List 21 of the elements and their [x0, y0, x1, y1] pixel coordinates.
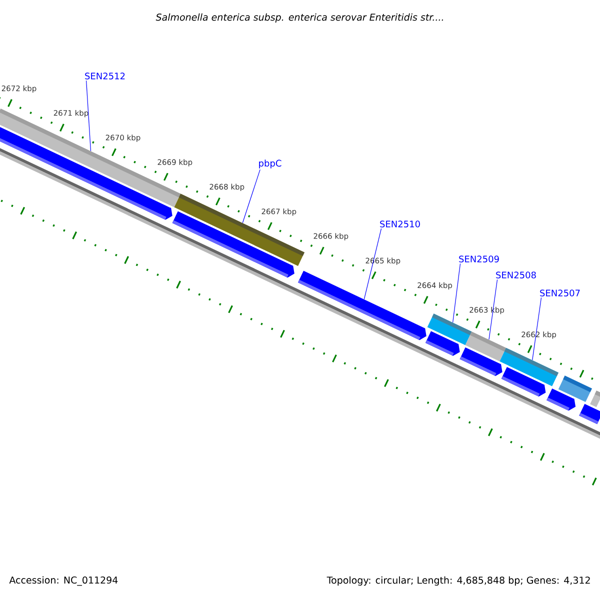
map-title: Salmonella enterica subsp. enterica serovar Enteritidis str....	[156, 13, 443, 23]
leader-line	[364, 228, 382, 300]
leader-line	[86, 80, 92, 152]
gene-block	[579, 404, 600, 424]
leader-line	[452, 263, 461, 323]
leader-line	[488, 279, 498, 340]
feature-bar	[590, 390, 600, 408]
gene-block	[425, 331, 460, 356]
gene-label: SEN2507	[540, 290, 580, 296]
gene-label: pbpC	[259, 160, 282, 168]
accession-text: Accession: NC_011294	[9, 576, 118, 586]
leader-line	[532, 297, 542, 360]
gene-label: SEN2508	[496, 272, 536, 278]
gene-block	[460, 347, 502, 376]
gene-label: SEN2509	[459, 256, 499, 262]
gene-label: SEN2510	[380, 220, 420, 228]
genome-info-text: Topology: circular; Length: 4,685,848 bp; Genes: 4,312	[326, 576, 590, 586]
leader-line	[242, 169, 260, 224]
gene-block	[546, 388, 576, 411]
gene-block	[501, 367, 546, 397]
gene-label: SEN2512	[85, 72, 125, 80]
